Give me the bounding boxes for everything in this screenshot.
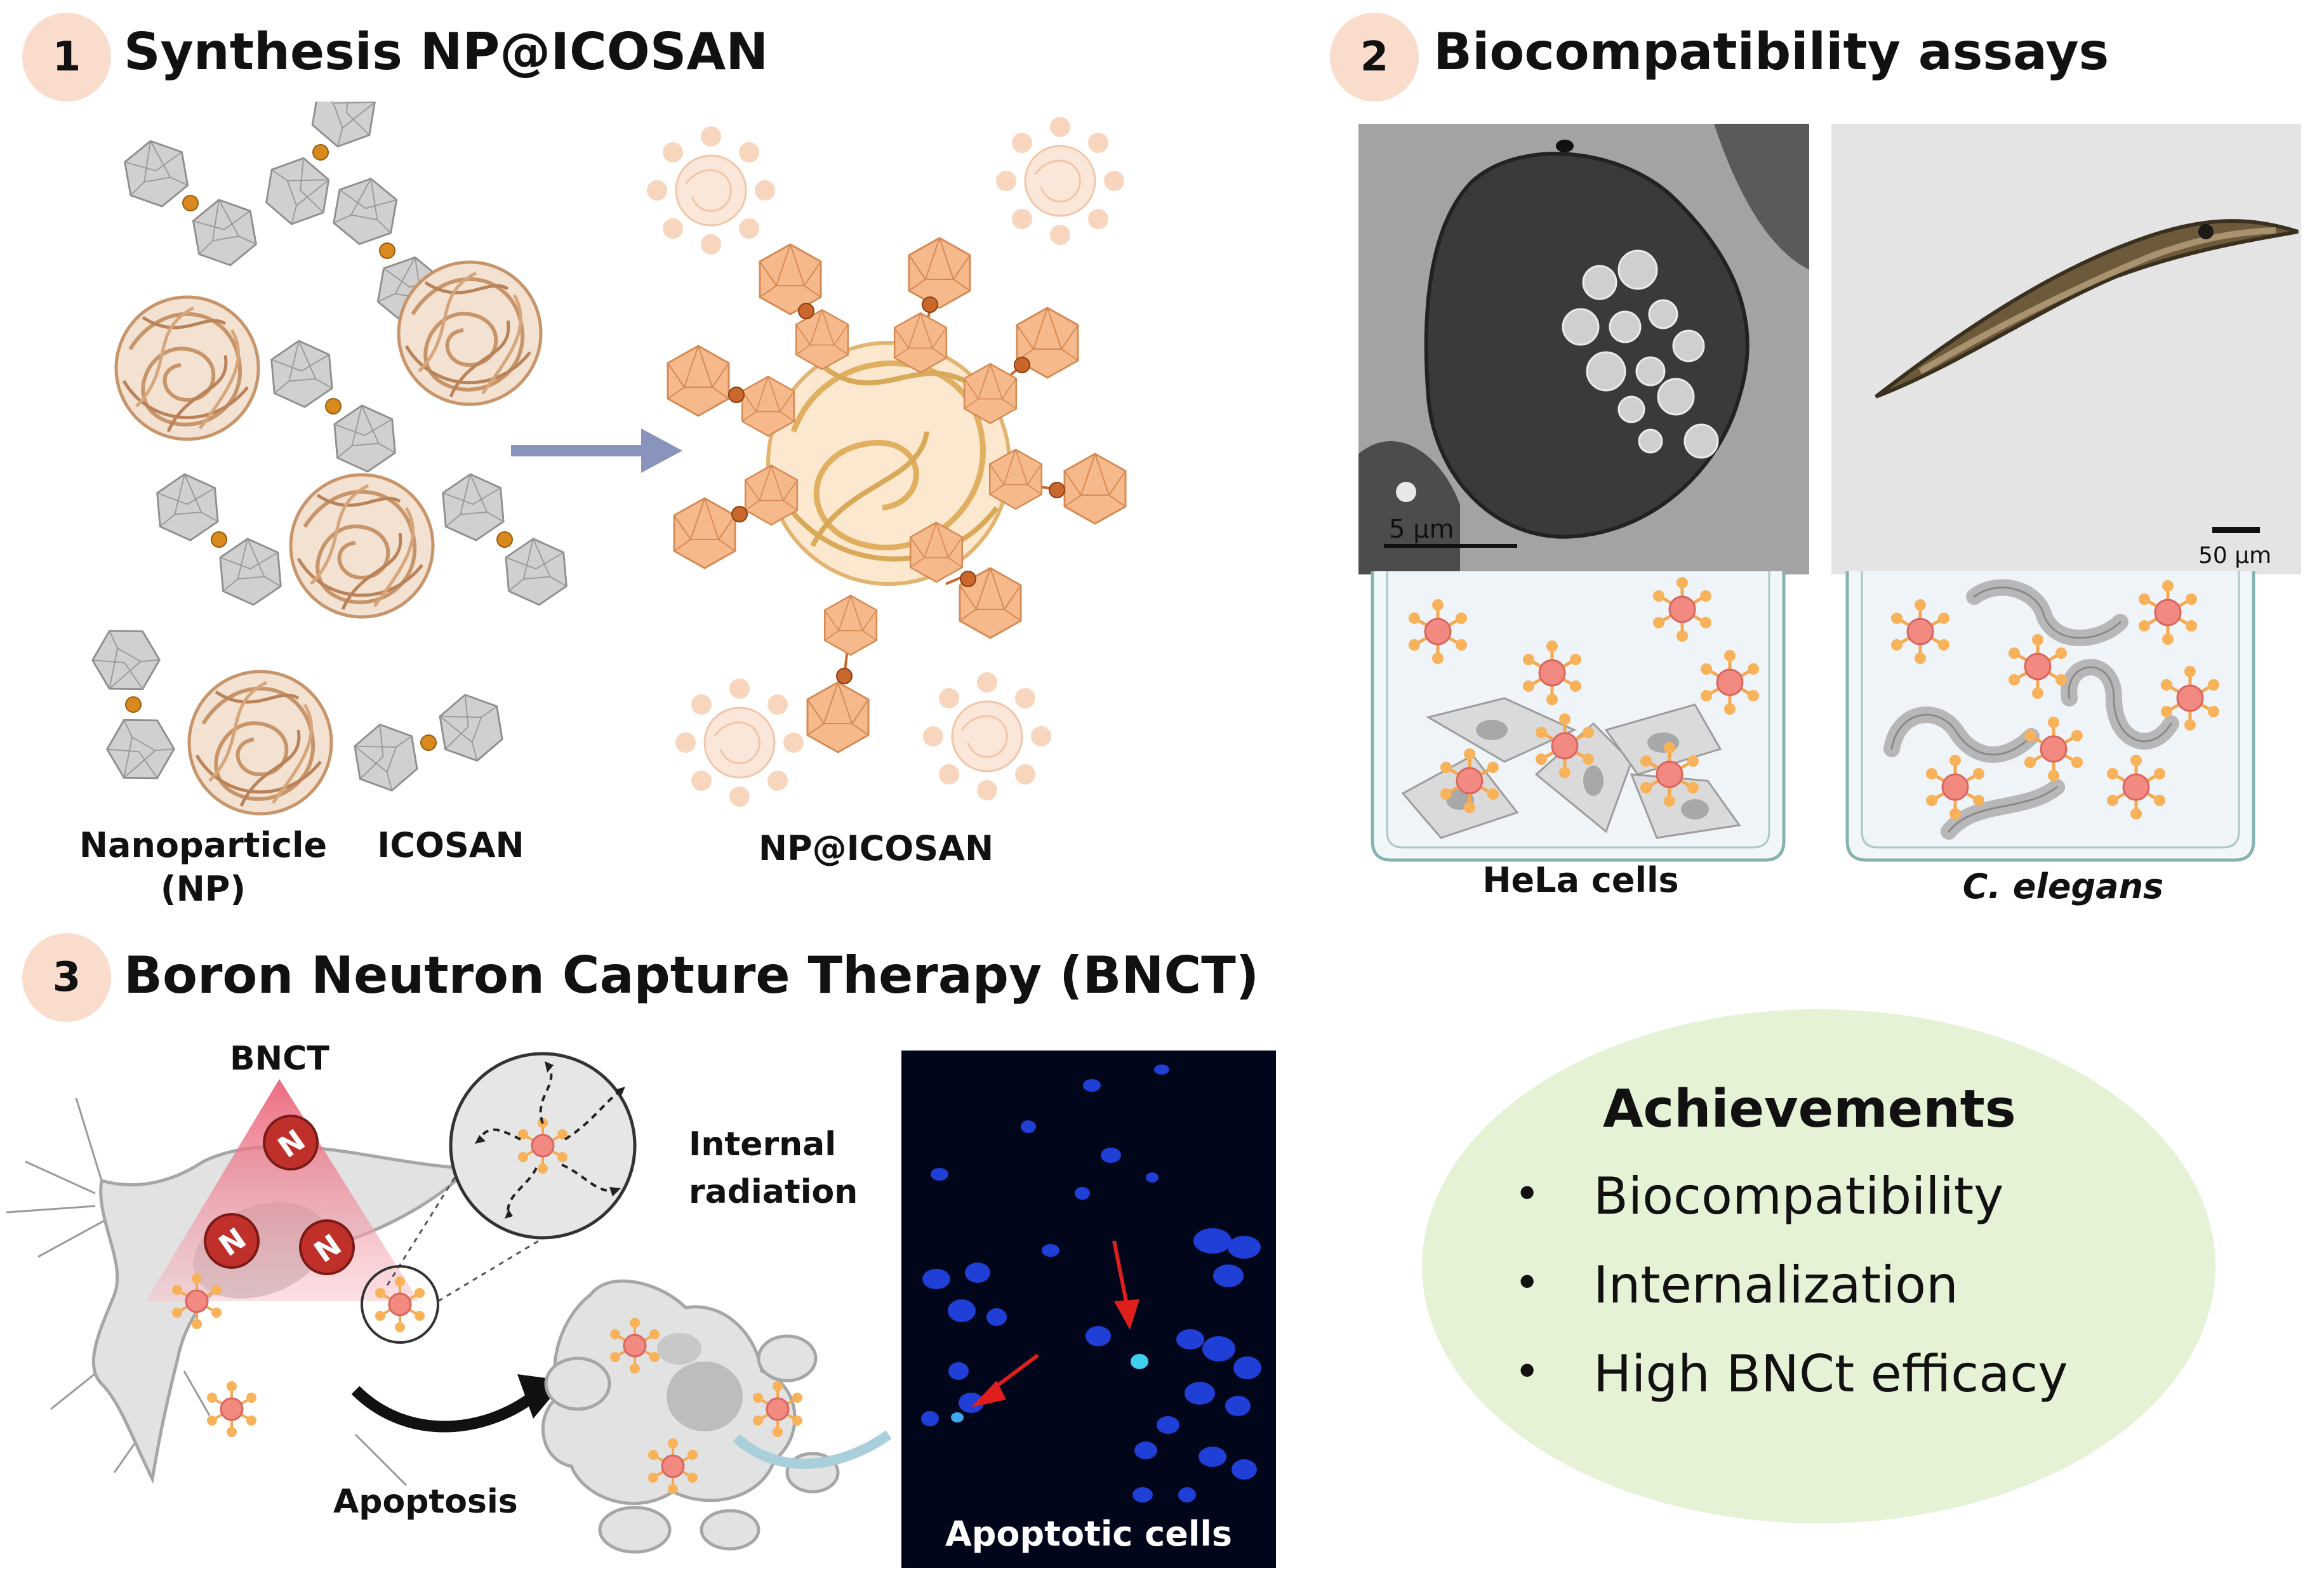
internal-radiation-line2: radiation [689, 1173, 858, 1211]
apoptotic-cells-label: Apoptotic cells [945, 1514, 1233, 1554]
np-icosan-ghost [674, 677, 805, 808]
icosan-dimer [156, 467, 282, 612]
nanoparticle [399, 262, 541, 404]
np-icosan-ghost [922, 671, 1052, 802]
icosan-dimer [270, 333, 396, 479]
apoptosis-label: Apoptosis [333, 1483, 518, 1521]
icosan-dimer [345, 665, 512, 820]
label-np-icosan: NP@ICOSAN [758, 828, 994, 868]
section2-title: Biocompatibility assays [1433, 22, 2109, 81]
hela-scale-text: 5 µm [1389, 515, 1454, 544]
label-nanoparticle-line2: (NP) [160, 869, 246, 909]
reaction-arrow [511, 428, 682, 473]
neutron: N [299, 1219, 355, 1275]
bullet-icon: • [1514, 1257, 1541, 1309]
red-arrow [971, 1353, 1039, 1407]
synthesis-diagram [0, 102, 1127, 838]
label-icosan: ICOSAN [377, 825, 524, 865]
to-image-arrow [733, 1430, 892, 1469]
icosan-dimer [122, 126, 259, 281]
neutron: N [263, 1115, 319, 1170]
red-arrow [1112, 1240, 1139, 1330]
nanoparticle [291, 475, 433, 617]
section3-number: 3 [52, 954, 81, 1001]
achievements-panel [1422, 1009, 2215, 1523]
achievements-title: Achievements [1603, 1079, 2016, 1139]
icosan-dimer [441, 467, 568, 612]
label-hela: HeLa cells [1482, 860, 1679, 900]
neutron: N [204, 1213, 260, 1269]
zoom-circle [361, 1052, 637, 1344]
apoptotic-cells-image: Apoptotic cells [901, 1051, 1276, 1568]
celegans-image: 50 µm [1831, 124, 2301, 574]
nanoparticle [189, 672, 331, 814]
label-nanoparticle-line1: Nanoparticle [79, 825, 328, 865]
np-icosan-ghost [646, 125, 776, 256]
section1-number: 1 [52, 34, 81, 81]
apoptotic-nucleus [667, 1362, 743, 1431]
celegans-scale-text: 50 µm [2198, 543, 2271, 569]
section2-badge: 2 [1330, 13, 1419, 102]
label-celegans: C. elegans [1962, 866, 2164, 906]
achievement-item: Biocompatibility [1593, 1167, 2004, 1226]
culture-dishes [1371, 571, 2255, 862]
bnct-label: BNCT [230, 1040, 329, 1078]
nanoparticle [116, 297, 258, 439]
section3-badge: 3 [22, 933, 111, 1022]
achievement-item: Internalization [1593, 1256, 1958, 1315]
apoptosis-arrow [351, 1374, 565, 1433]
section1-title: Synthesis NP@ICOSAN [124, 22, 769, 81]
section3-title: Boron Neutron Capture Therapy (BNCT) [124, 946, 1259, 1005]
bullet-icon: • [1514, 1346, 1541, 1398]
label-nanoparticle: Nanoparticle (NP) [76, 825, 330, 909]
celegans-dish [1845, 571, 2255, 862]
bullet-icon: • [1514, 1168, 1541, 1220]
achievement-item: High BNCt efficacy [1593, 1344, 2068, 1403]
np-icosan-ghost [995, 116, 1125, 246]
hela-dish [1371, 571, 1786, 862]
bnct-diagram: BNCT N N N Inte [6, 1040, 892, 1554]
hela-tem-image: 5 µm [1358, 124, 1809, 574]
apoptotic-nucleus [657, 1333, 701, 1365]
section2-number: 2 [1360, 34, 1389, 81]
internal-radiation-line1: Internal [689, 1125, 836, 1163]
np-icosan-product [667, 237, 1127, 753]
section1-badge: 1 [22, 13, 111, 102]
